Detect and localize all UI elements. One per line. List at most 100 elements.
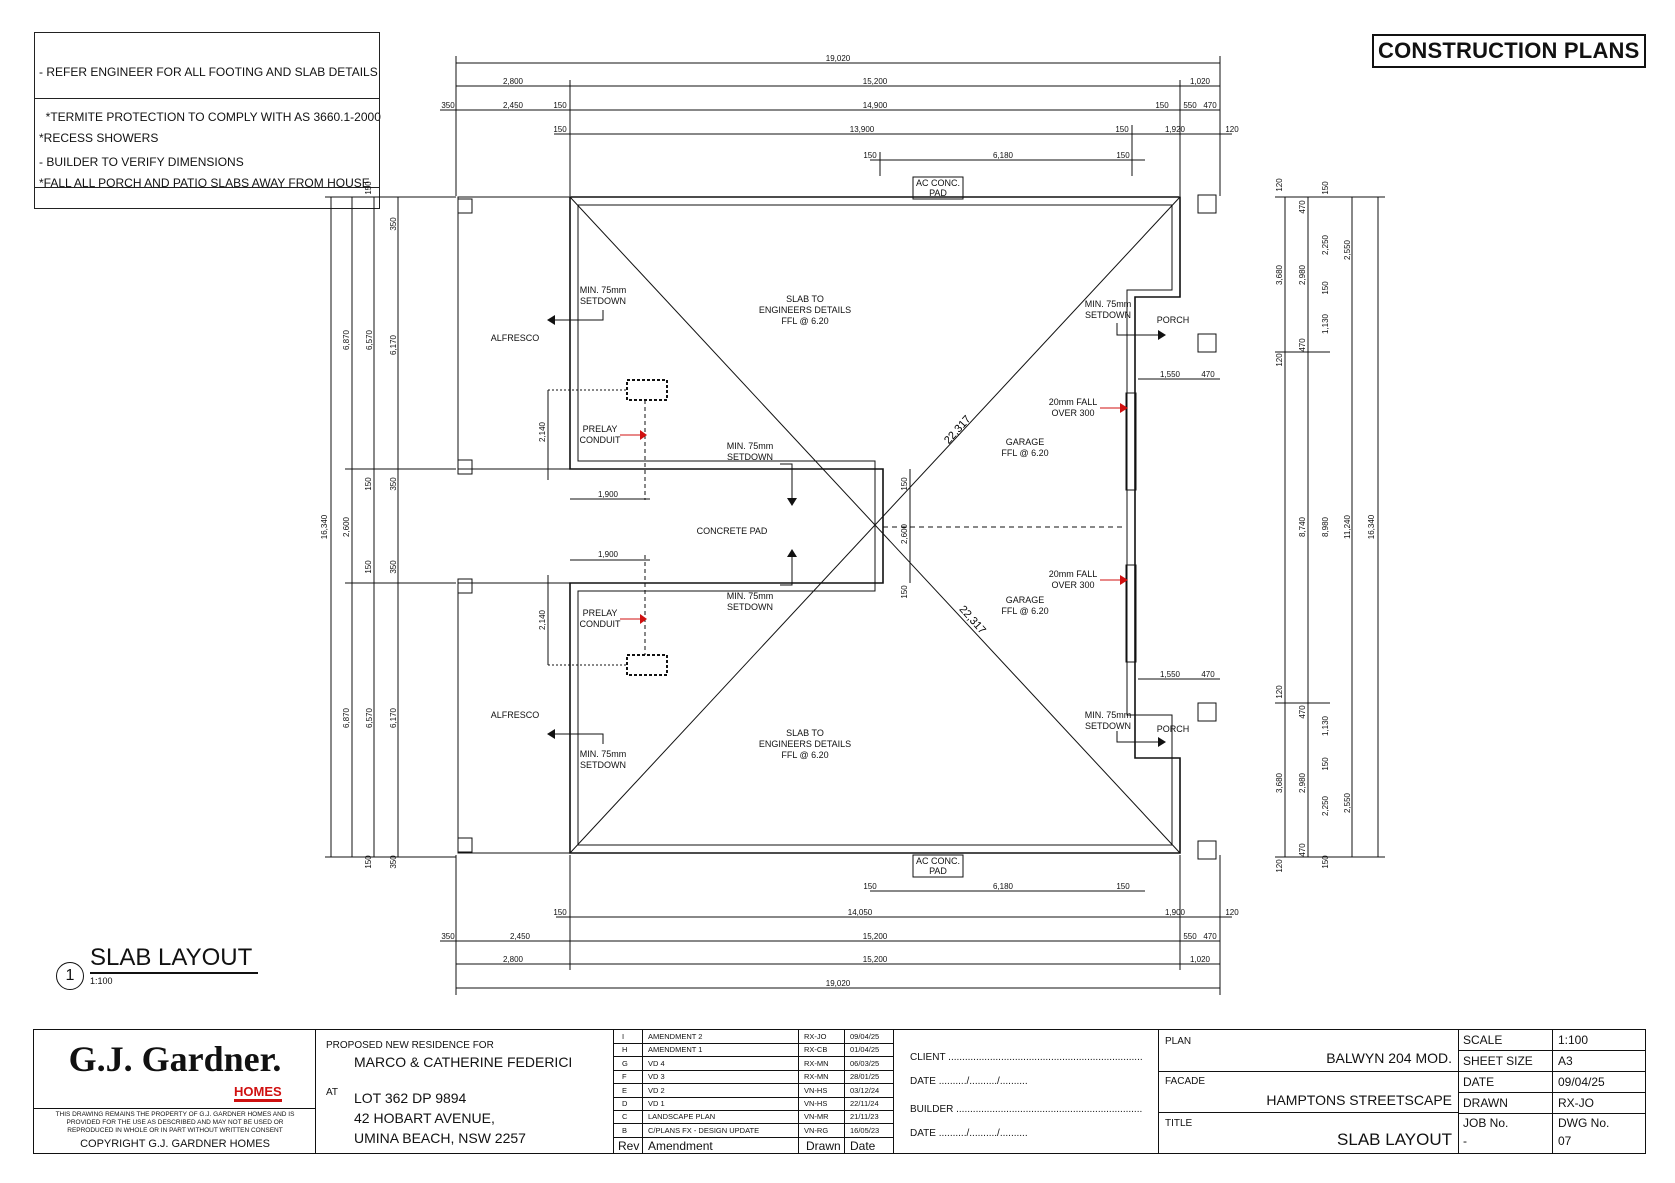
room-label-garage: FFL @ 6.20 — [1001, 448, 1048, 458]
ac-pad-label: AC CONC. — [916, 178, 960, 188]
dim-text: 6,870 — [342, 707, 351, 728]
notes-box-general: - REFER ENGINEER FOR ALL FOOTING AND SLA… — [34, 32, 381, 188]
garage-door-recess — [1125, 392, 1137, 491]
diagonal-line — [569, 196, 1181, 854]
slab-note: SLAB TO — [786, 294, 824, 304]
rev-header: Rev — [618, 1139, 640, 1153]
dim-text: 2,980 — [1298, 772, 1307, 793]
dim-text: 1,020 — [1190, 955, 1211, 964]
sheet-info-cell: SCALE 1:100 SHEET SIZE A3 DATE 09/04/25 … — [1459, 1030, 1645, 1153]
date-label: DATE — [1463, 1075, 1495, 1089]
dim-text: 2,550 — [1343, 792, 1352, 813]
dim-text: 8,740 — [1298, 516, 1307, 537]
post — [457, 837, 473, 853]
revision-date: 01/04/25 — [850, 1045, 880, 1055]
dim-text: 350 — [441, 932, 455, 941]
fall-note: OVER 300 — [1051, 580, 1094, 590]
dim-text: 1,900 — [598, 490, 619, 499]
post — [457, 198, 473, 214]
sheet-heading: CONSTRUCTION PLANS — [1372, 34, 1646, 68]
slab-note: SLAB TO — [786, 728, 824, 738]
dim-text: 2,800 — [503, 955, 524, 964]
view-scale: 1:100 — [90, 976, 113, 986]
view-title: SLAB LAYOUT — [90, 944, 259, 974]
dim-text: 470 — [1298, 200, 1307, 214]
dim-text: 1,130 — [1321, 715, 1330, 736]
revision-code: D — [622, 1099, 628, 1108]
client-date: DATE ........../........../.......... — [910, 1076, 1028, 1087]
disclaimer-line: THIS DRAWING REMAINS THE PROPERTY OF G.J… — [55, 1111, 295, 1118]
at-label: AT — [326, 1087, 339, 1098]
dim-text: 150 — [863, 882, 877, 891]
dim-text: 150 — [364, 181, 373, 195]
revision-col-divider — [642, 1030, 643, 1153]
slab-note: ENGINEERS DETAILS — [759, 305, 851, 315]
dim-text: 150 — [364, 560, 373, 574]
room-label-alfresco: ALFRESCO — [491, 333, 540, 343]
dim-text: 470 — [1298, 338, 1307, 352]
revision-amendment: AMENDMENT 2 — [648, 1032, 703, 1041]
grid-h — [1459, 1113, 1645, 1114]
dim-text: 8,980 — [1321, 516, 1330, 537]
dim-text: 2,600 — [342, 516, 351, 537]
fall-arrow — [1120, 575, 1128, 585]
conduit-arrow — [640, 430, 647, 440]
setdown-note: MIN. 75mm — [1085, 299, 1132, 309]
dim-text: 150 — [364, 477, 373, 491]
post — [457, 578, 473, 594]
dim-text: 15,200 — [863, 77, 888, 86]
revision-amendment: AMENDMENT 1 — [648, 1045, 703, 1055]
slab-note: ENGINEERS DETAILS — [759, 739, 851, 749]
dim-text: 150 — [1116, 882, 1130, 891]
ac-pad-label: PAD — [929, 188, 947, 198]
facade-label: FACADE — [1165, 1076, 1206, 1087]
setdown-note: SETDOWN — [580, 296, 626, 306]
dim-text: 150 — [863, 151, 877, 160]
arrow — [547, 729, 555, 739]
revision-amendment: VD 3 — [648, 1072, 665, 1082]
room-label-porch: PORCH — [1157, 315, 1190, 325]
dim-text: 120 — [1275, 178, 1284, 192]
concrete-pad-label: CONCRETE PAD — [697, 526, 768, 536]
dim-text: 350 — [389, 477, 398, 491]
plan-info-cell: PLAN BALWYN 204 MOD. FACADE HAMPTONS STR… — [1159, 1030, 1459, 1153]
alfresco-bottom — [457, 582, 571, 854]
dim-text: 2,250 — [1321, 795, 1330, 816]
setdown-note: MIN. 75mm — [1085, 710, 1132, 720]
sheet-size-value: A3 — [1558, 1054, 1573, 1068]
note-line: *FALL ALL PORCH AND PATIO SLABS AWAY FRO… — [39, 176, 370, 190]
ac-pad-bottom — [912, 854, 964, 878]
conduit-note: PRELAY — [583, 608, 618, 618]
ac-pad-label: AC CONC. — [916, 856, 960, 866]
revision-drawn: RX-CB — [804, 1045, 828, 1055]
dim-text: 2,250 — [1321, 234, 1330, 255]
client-name: MARCO & CATHERINE FEDERICI — [354, 1054, 573, 1070]
revision-code: C — [622, 1112, 628, 1122]
dim-text: 16,340 — [320, 514, 329, 539]
conduit-note: CONDUIT — [580, 619, 621, 629]
dim-text: 2,140 — [538, 421, 547, 442]
revision-code: I — [622, 1032, 625, 1041]
dim-text: 2,140 — [538, 609, 547, 630]
setdown-note: SETDOWN — [727, 452, 773, 462]
note-line: *RECESS SHOWERS — [39, 131, 159, 145]
job-value: - — [1463, 1134, 1467, 1148]
client-sign: CLIENT .................................… — [910, 1052, 1143, 1063]
conduit-arrow — [640, 614, 647, 624]
diagonal-dimension: 22,317 — [957, 603, 988, 636]
revision-drawn: RX-JO — [804, 1032, 827, 1041]
dim-text: 470 — [1298, 705, 1307, 719]
revision-amendment: VD 1 — [648, 1099, 665, 1108]
disclaimer-line: PROVIDED FOR THE USE AS DESCRIBED AND MA… — [66, 1119, 284, 1126]
dim-text: 6,570 — [365, 329, 374, 350]
divider — [1159, 1071, 1459, 1072]
revision-amendment: VD 4 — [648, 1058, 665, 1068]
setdown-note: SETDOWN — [580, 760, 626, 770]
setdown-note: MIN. 75mm — [580, 749, 627, 759]
revision-drawn: VN-MR — [804, 1112, 829, 1122]
dim-text: 3,680 — [1275, 772, 1284, 793]
